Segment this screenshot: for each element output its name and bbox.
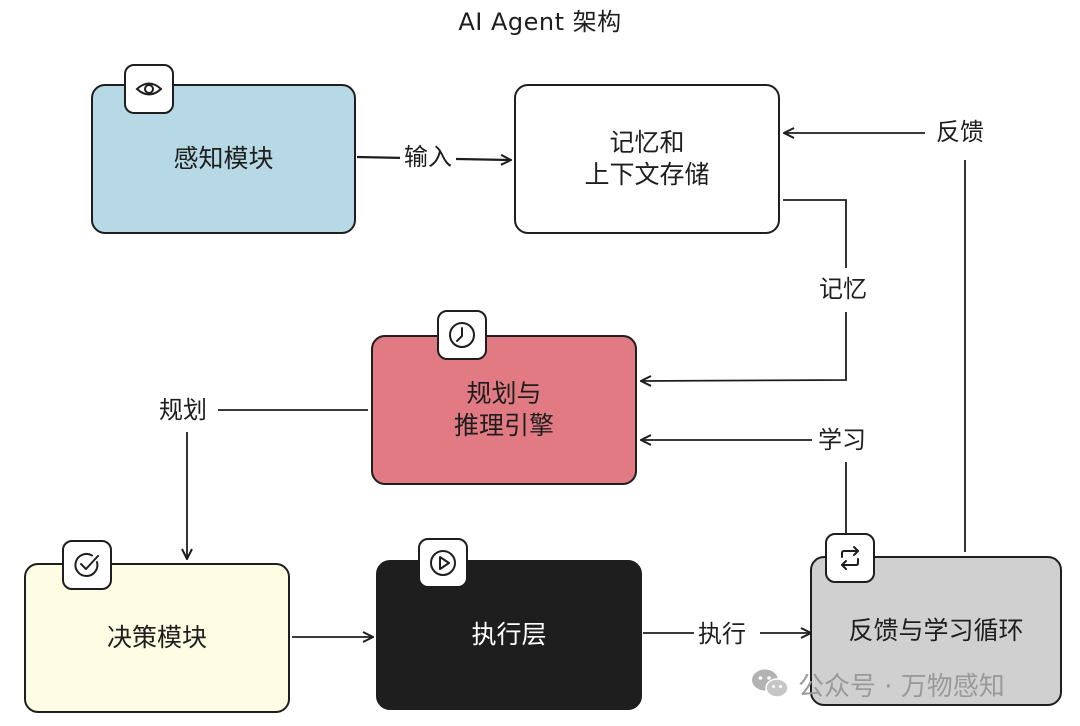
edge-label-feedback: 反馈	[932, 118, 988, 147]
edge-label-plan: 规划	[155, 396, 211, 425]
edge-memory-arrow	[642, 312, 847, 381]
node-memory: 记忆和 上下文存储	[514, 84, 780, 234]
edge-label-input: 输入	[400, 143, 456, 172]
play-icon	[418, 538, 468, 588]
diagram-title: AI Agent 架构	[458, 8, 622, 36]
edge-memory	[783, 199, 847, 268]
watermark-text: 公众号 · 万物感知	[798, 671, 1005, 702]
repeat-icon	[825, 533, 875, 583]
node-planning: 规划与 推理引擎	[371, 335, 637, 485]
edge-label-memory: 记忆	[815, 275, 871, 304]
node-feedback-label: 反馈与学习循环	[848, 615, 1024, 645]
node-decision-label: 决策模块	[106, 622, 207, 652]
node-memory-label: 记忆和 上下文存储	[584, 127, 710, 190]
node-planning-label: 规划与 推理引擎	[453, 378, 554, 441]
watermark: 公众号 · 万物感知	[750, 664, 1005, 704]
edge-label-learn: 学习	[814, 426, 870, 455]
wechat-icon	[752, 669, 789, 698]
check-circle-icon	[62, 540, 112, 590]
edge-label-execute: 执行	[694, 620, 750, 649]
node-perception-label: 感知模块	[173, 143, 274, 173]
eye-icon	[124, 64, 174, 114]
node-execution: 执行层	[376, 560, 642, 710]
clock-icon	[437, 310, 487, 360]
node-execution-label: 执行层	[471, 619, 547, 649]
